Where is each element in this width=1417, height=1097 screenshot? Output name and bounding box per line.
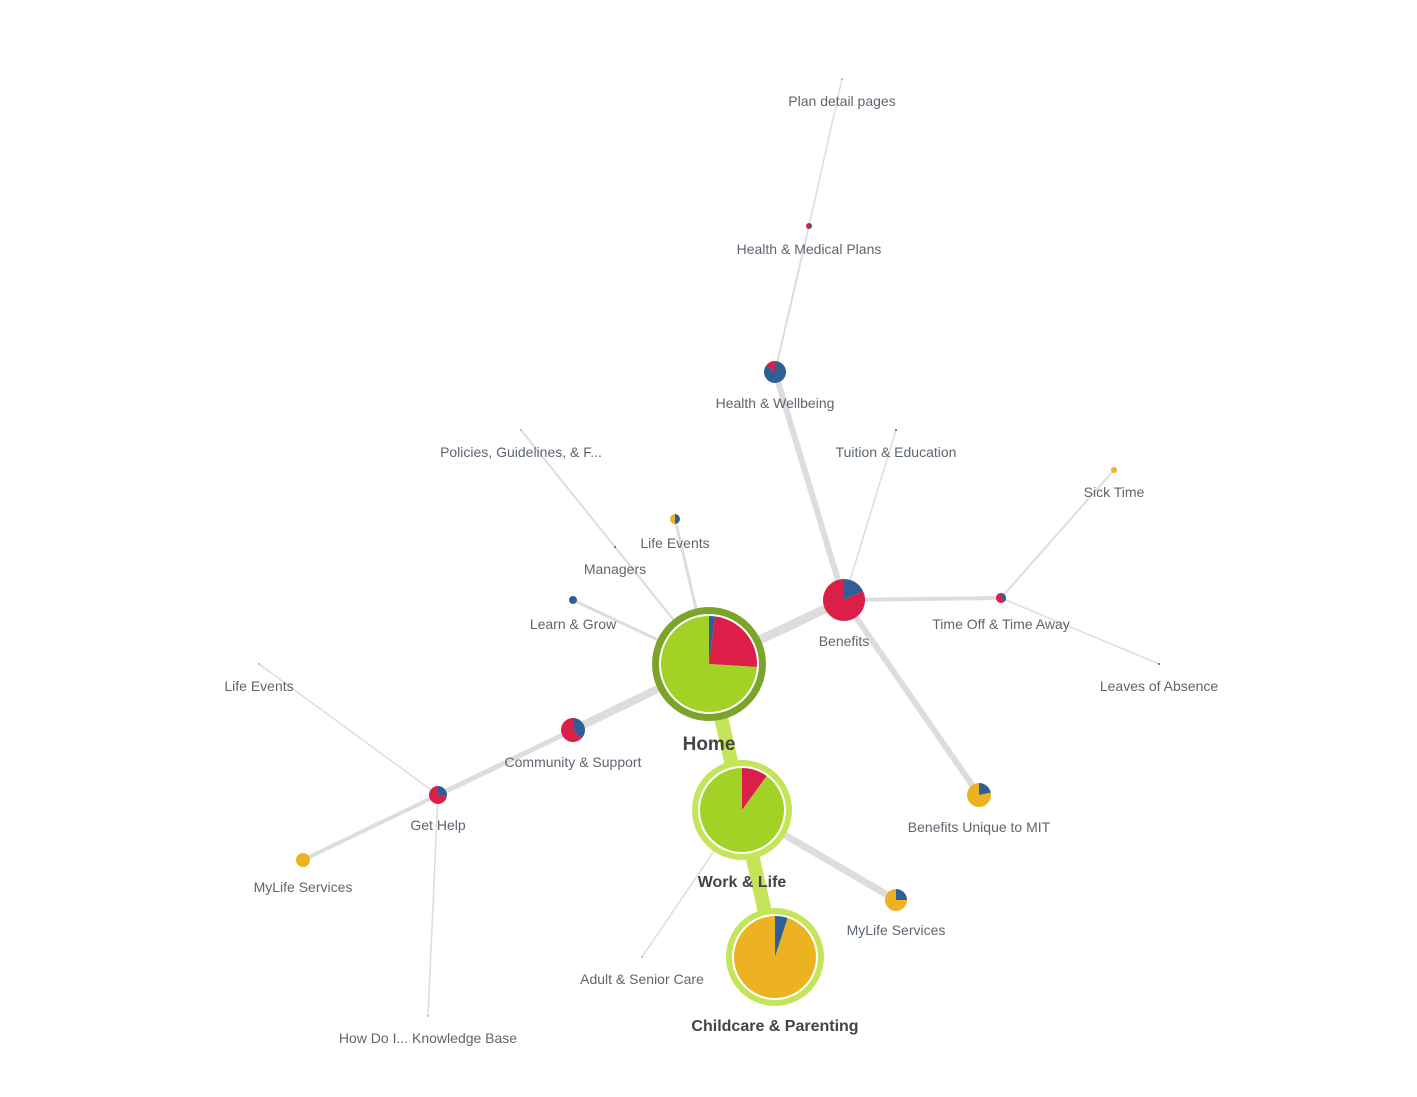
edge-time-off-to-leaves bbox=[1000, 597, 1160, 665]
node-how-do-i[interactable] bbox=[427, 1015, 429, 1017]
pie-slice-red bbox=[428, 786, 447, 804]
node-adult-care[interactable] bbox=[641, 956, 643, 958]
pie-slice-blue bbox=[614, 546, 616, 548]
edge-get-help-to-mylife-1 bbox=[302, 793, 439, 862]
pie-slice-blue bbox=[438, 786, 447, 797]
node-label-work-life[interactable]: Work & Life bbox=[698, 874, 787, 891]
node-leaves[interactable] bbox=[1158, 663, 1160, 665]
node-sick-time[interactable] bbox=[1111, 467, 1117, 473]
pie-slice-yellow bbox=[427, 1015, 429, 1017]
node-label-adult-care[interactable]: Adult & Senior Care bbox=[580, 971, 704, 987]
pie-slice-blue bbox=[896, 889, 907, 900]
node-life-events-2[interactable] bbox=[258, 663, 260, 665]
edge-benefits-to-tuition bbox=[843, 429, 897, 601]
pie-slice-yellow bbox=[1111, 467, 1117, 473]
pie-slice-blue bbox=[775, 916, 788, 957]
node-label-benefits[interactable]: Benefits bbox=[819, 633, 870, 649]
node-label-how-do-i[interactable]: How Do I... Knowledge Base bbox=[339, 1030, 517, 1046]
node-label-life-events-2[interactable]: Life Events bbox=[224, 678, 293, 694]
pie-slice-red bbox=[822, 579, 865, 621]
pie-slice-yellow bbox=[520, 429, 522, 431]
node-label-mylife-1[interactable]: MyLife Services bbox=[254, 879, 353, 895]
node-label-childcare[interactable]: Childcare & Parenting bbox=[691, 1018, 858, 1035]
node-label-health-medical[interactable]: Health & Medical Plans bbox=[737, 241, 882, 257]
node-label-mylife-2[interactable]: MyLife Services bbox=[847, 922, 946, 938]
pie-slice-blue bbox=[573, 718, 585, 739]
pie-slice-blue bbox=[895, 429, 897, 431]
pie-slice-green bbox=[660, 616, 757, 712]
edge-health-wellbeing-to-health-medical bbox=[774, 225, 810, 373]
pie-slice-blue bbox=[569, 596, 577, 604]
node-label-learn-grow[interactable]: Learn & Grow bbox=[530, 616, 617, 632]
pie-slice-yellow bbox=[841, 78, 843, 80]
pie-slice-blue bbox=[675, 514, 680, 524]
node-community[interactable] bbox=[560, 718, 585, 742]
node-policies[interactable] bbox=[520, 429, 522, 431]
pie-slice-yellow bbox=[885, 889, 907, 911]
pie-slice-blue bbox=[1158, 663, 1160, 665]
pie-slice-red bbox=[742, 768, 767, 810]
pie-slice-yellow bbox=[670, 514, 675, 524]
pie-slice-blue bbox=[809, 223, 812, 229]
node-label-time-off[interactable]: Time Off & Time Away bbox=[932, 616, 1069, 632]
pie-slice-yellow bbox=[296, 853, 310, 867]
node-mylife-1[interactable] bbox=[296, 853, 310, 867]
edge-time-off-to-sick-time bbox=[1000, 469, 1115, 599]
node-label-managers[interactable]: Managers bbox=[584, 561, 646, 577]
node-label-plan-detail[interactable]: Plan detail pages bbox=[788, 93, 895, 109]
pie-slice-red bbox=[766, 361, 775, 372]
edge-benefits-to-benefits-mit bbox=[841, 598, 982, 797]
edge-benefits-to-time-off bbox=[843, 596, 1002, 602]
node-label-community[interactable]: Community & Support bbox=[505, 754, 642, 770]
edge-get-help-to-how-do-i bbox=[427, 794, 439, 1017]
pie-slice-blue bbox=[1001, 593, 1006, 603]
node-label-sick-time[interactable]: Sick Time bbox=[1084, 484, 1145, 500]
node-health-wellbeing[interactable] bbox=[764, 361, 786, 383]
pie-slice-yellow bbox=[641, 956, 643, 958]
node-label-benefits-mit[interactable]: Benefits Unique to MIT bbox=[908, 819, 1051, 835]
pie-slice-red bbox=[996, 593, 1004, 603]
node-tuition[interactable] bbox=[895, 429, 897, 431]
node-health-medical[interactable] bbox=[806, 223, 812, 229]
edge-benefits-to-health-wellbeing bbox=[772, 371, 847, 601]
node-benefits-mit[interactable] bbox=[967, 783, 991, 807]
node-life-events-1[interactable] bbox=[670, 514, 680, 524]
pie-slice-yellow bbox=[734, 916, 816, 999]
pie-slice-yellow bbox=[967, 783, 991, 807]
node-plan-detail[interactable] bbox=[841, 78, 843, 80]
edge-health-medical-to-plan-detail bbox=[808, 78, 843, 227]
node-label-leaves[interactable]: Leaves of Absence bbox=[1100, 678, 1219, 694]
pie-slice-blue bbox=[844, 579, 864, 600]
node-benefits[interactable] bbox=[822, 579, 865, 621]
pie-slice-blue bbox=[979, 783, 991, 795]
node-label-home[interactable]: Home bbox=[683, 734, 736, 755]
nodes-layer bbox=[258, 78, 1160, 1017]
node-work-life[interactable] bbox=[692, 760, 792, 860]
node-get-help[interactable] bbox=[428, 786, 447, 804]
pie-slice-blue bbox=[709, 616, 716, 664]
node-childcare[interactable] bbox=[726, 908, 824, 1006]
pie-slice-red bbox=[560, 718, 582, 742]
node-learn-grow[interactable] bbox=[569, 596, 577, 604]
pie-slice-red bbox=[806, 223, 809, 229]
node-label-policies[interactable]: Policies, Guidelines, & F... bbox=[440, 444, 602, 460]
node-label-tuition[interactable]: Tuition & Education bbox=[836, 444, 957, 460]
pie-slice-red bbox=[709, 616, 757, 668]
node-label-life-events-1[interactable]: Life Events bbox=[640, 535, 709, 551]
node-mylife-2[interactable] bbox=[885, 889, 907, 911]
edge-community-to-get-help bbox=[436, 727, 575, 798]
node-label-get-help[interactable]: Get Help bbox=[410, 817, 465, 833]
edge-get-help-to-life-events-2 bbox=[258, 663, 439, 796]
node-home[interactable] bbox=[652, 607, 766, 721]
node-managers[interactable] bbox=[614, 546, 616, 548]
pie-slice-yellow bbox=[258, 663, 260, 665]
node-label-health-wellbeing[interactable]: Health & Wellbeing bbox=[716, 395, 835, 411]
node-time-off[interactable] bbox=[996, 593, 1006, 603]
pie-slice-green bbox=[699, 768, 784, 853]
